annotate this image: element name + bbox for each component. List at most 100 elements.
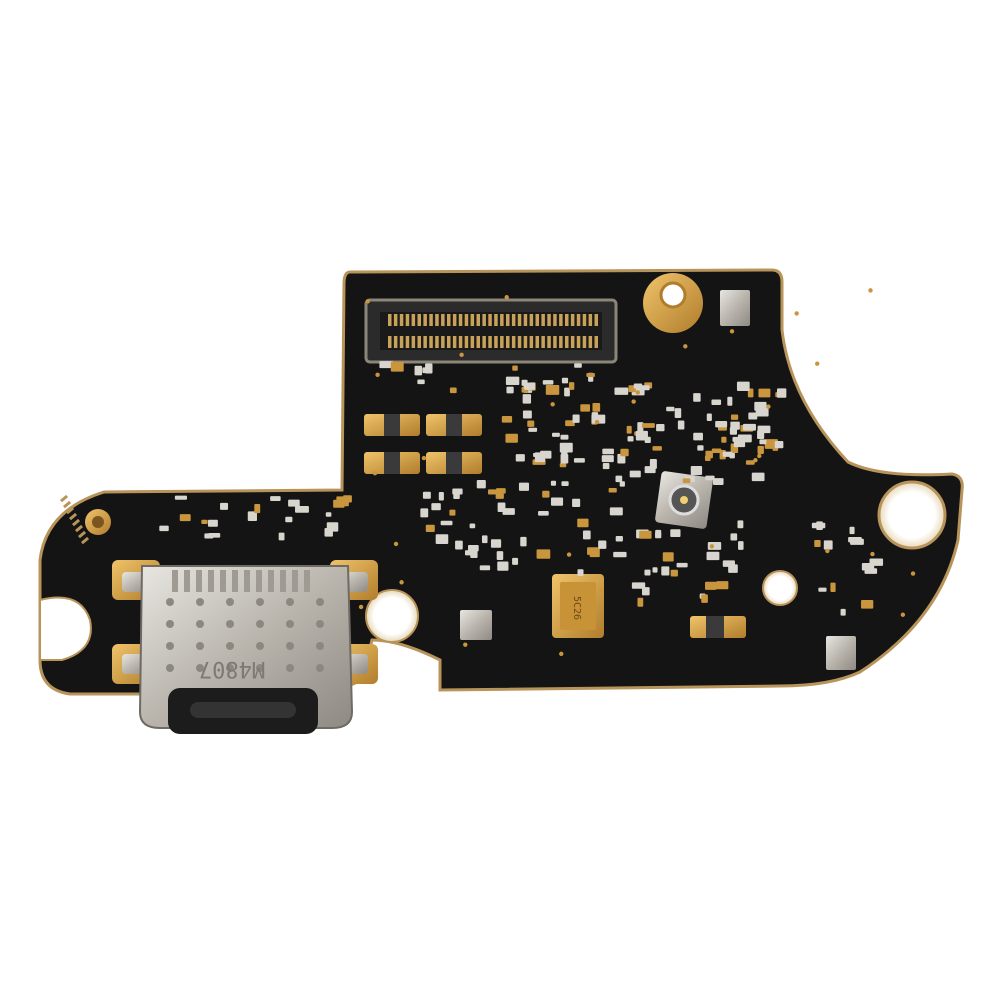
shell-dimple — [166, 642, 174, 650]
smd-part — [550, 497, 564, 506]
fpc-pin — [594, 314, 598, 326]
shell-dimple — [256, 664, 264, 672]
smd-part — [479, 565, 491, 571]
smd-part — [637, 597, 644, 607]
smd-part — [288, 499, 300, 507]
smd-part — [174, 495, 187, 500]
smd-part — [712, 478, 724, 485]
shell-dimple — [316, 664, 324, 672]
smd-part — [609, 507, 623, 516]
edge-tooth — [66, 506, 75, 515]
via-dot — [729, 329, 735, 334]
fpc-pin — [399, 336, 404, 348]
smd-part — [512, 557, 519, 565]
smd-part — [641, 423, 655, 428]
antenna-socket — [655, 471, 713, 529]
shell-dimple — [286, 664, 294, 672]
fpc-pin — [523, 314, 528, 326]
fpc-pin — [441, 314, 445, 326]
smd-part — [849, 526, 855, 535]
fpc-pin — [529, 336, 534, 348]
smd-part — [487, 489, 500, 495]
smd-part — [497, 502, 506, 513]
fpc-pin — [517, 336, 522, 348]
fpc-pin — [517, 314, 522, 326]
fpc-pin — [511, 336, 516, 348]
fpc-pin — [411, 336, 416, 348]
fpc-pin — [464, 314, 469, 326]
smd-part — [587, 547, 599, 555]
smd-part — [693, 432, 703, 441]
usb-pin — [256, 570, 262, 592]
smd-part — [748, 412, 758, 420]
fpc-pin — [464, 336, 469, 348]
smd-part — [830, 582, 836, 592]
smd-part — [468, 545, 479, 552]
via-dot — [566, 552, 572, 557]
smd-part — [538, 511, 549, 516]
fpc-pin — [458, 336, 463, 348]
via-dot — [757, 453, 762, 459]
shell-dimple — [226, 598, 234, 606]
fpc-pin — [476, 336, 480, 348]
board-edge-serration — [60, 494, 90, 545]
shell-dimple — [166, 664, 174, 672]
usb-pin — [184, 570, 190, 592]
smd-part — [506, 386, 514, 394]
via-dot — [358, 604, 364, 610]
smd-part — [522, 394, 532, 404]
mounting-hole-left — [365, 589, 419, 643]
smd-part — [580, 404, 591, 412]
usb-pin — [268, 570, 274, 592]
edge-tooth — [72, 518, 81, 527]
smd-part — [711, 448, 722, 453]
smd-part — [574, 363, 582, 368]
fpc-pin — [565, 336, 569, 348]
smd-part — [324, 527, 333, 537]
fpc-pin — [417, 336, 421, 348]
smd-part — [333, 499, 345, 508]
smd-part — [449, 509, 456, 516]
fpc-pin — [588, 336, 593, 348]
via-dot — [825, 548, 830, 554]
shell-dimple — [166, 598, 174, 606]
via-dot — [683, 344, 688, 349]
smd-part — [592, 403, 601, 412]
smd-part — [528, 427, 538, 432]
fpc-pin — [435, 336, 439, 348]
smd-part — [496, 551, 504, 560]
smd-part — [207, 519, 218, 527]
fpc-pin — [411, 314, 416, 326]
smd-part — [490, 539, 502, 548]
fpc-connector — [364, 298, 618, 364]
fpc-pin — [476, 314, 480, 326]
smd-part — [602, 463, 610, 470]
via-dot — [900, 612, 906, 617]
smd-part — [840, 608, 846, 616]
smd-part — [715, 420, 728, 428]
smd-part — [666, 406, 675, 412]
edge-tooth — [60, 494, 69, 503]
smd-part — [572, 414, 580, 423]
smd-part — [869, 558, 884, 566]
fpc-pin — [529, 314, 534, 326]
smd-part — [818, 587, 827, 592]
smd-part — [564, 387, 570, 397]
smd-part — [586, 372, 595, 378]
smd-part — [440, 520, 453, 526]
smd-part — [662, 552, 674, 562]
via-dot — [393, 541, 399, 547]
fpc-pin — [559, 314, 563, 326]
smd-part — [559, 442, 573, 453]
fpc-pin — [541, 336, 545, 348]
smd-part — [615, 475, 623, 483]
smd-part — [481, 535, 488, 544]
via-dot — [365, 299, 371, 304]
smd-part — [390, 361, 404, 372]
fpc-pin — [452, 336, 457, 348]
fpc-pin — [565, 314, 569, 326]
smd-part — [656, 423, 665, 432]
fpc-pin — [553, 336, 557, 348]
usb-c-engraving: M4807 — [199, 656, 265, 681]
smd-part — [455, 540, 463, 550]
